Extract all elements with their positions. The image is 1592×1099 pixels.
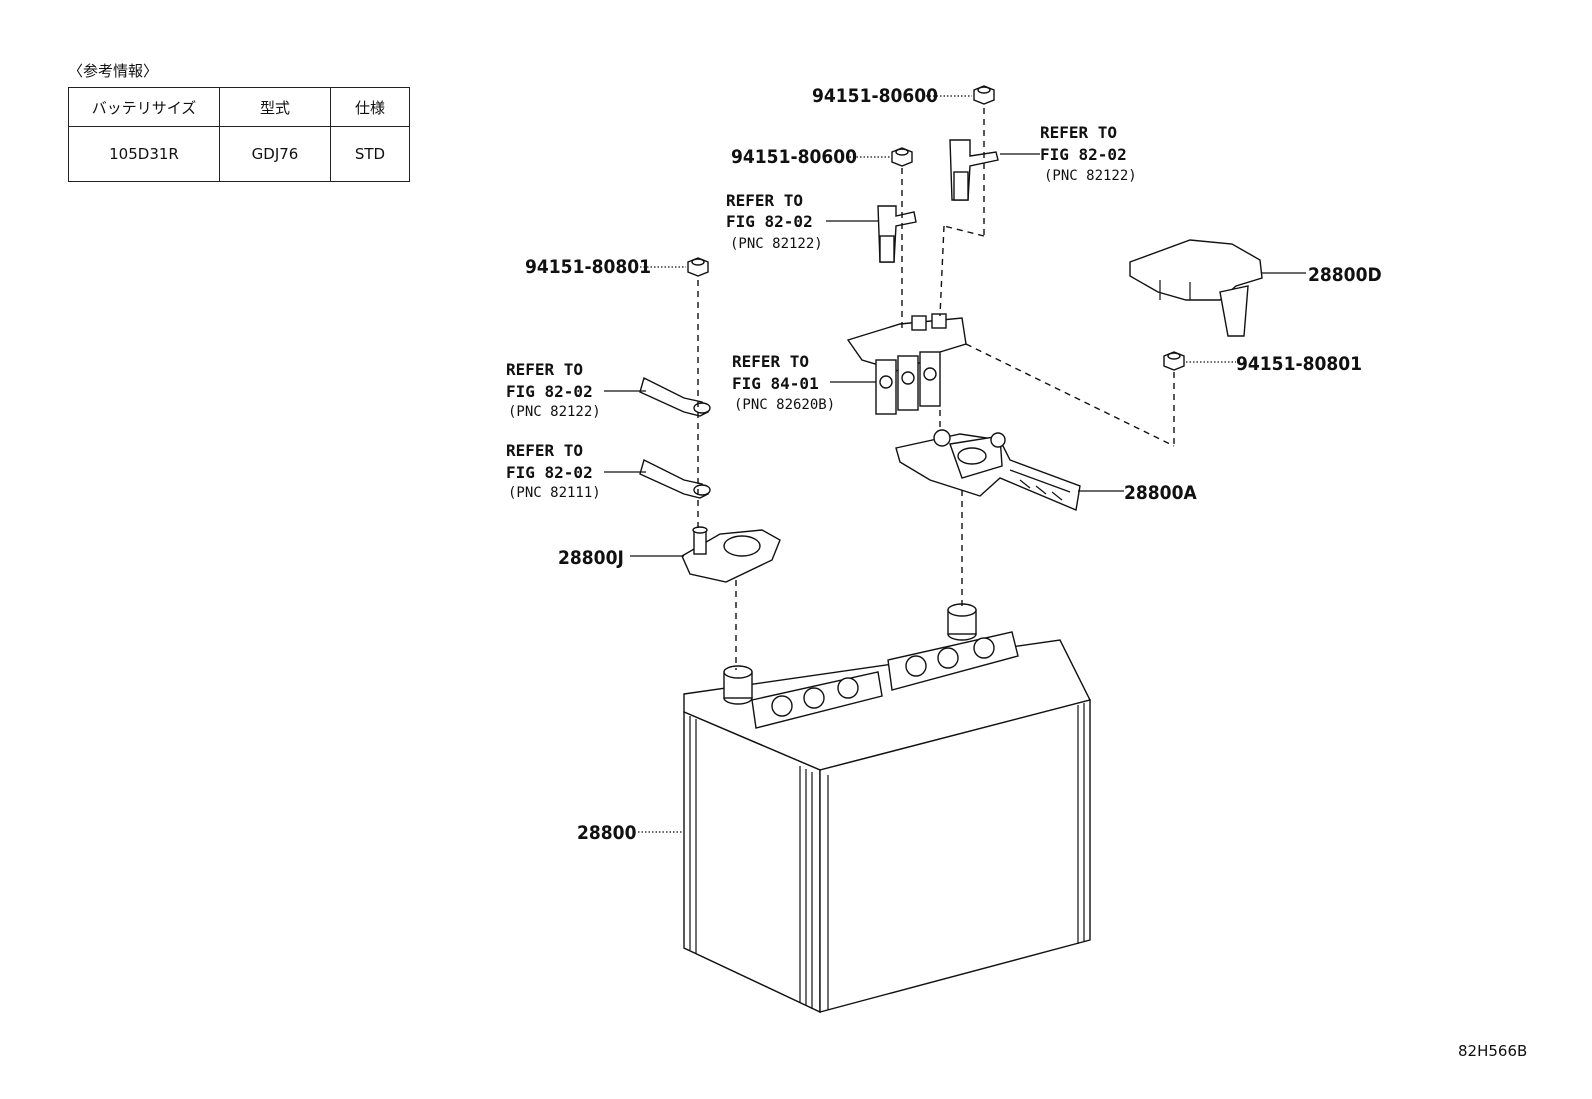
refer-b-line3: (PNC 82122) [730,236,823,252]
terminal-28800A[interactable] [895,429,1081,511]
battery-28800[interactable] [683,603,1092,1014]
header-battery-size: バッテリサイズ [68,87,220,127]
header-model: 型式 [219,87,331,127]
refer-d-line2: FIG 82-02 [506,463,593,482]
refer-a-line2: FIG 82-02 [1040,145,1127,164]
reference-table: バッテリサイズ 型式 仕様 105D31R GDJ76 STD [68,87,410,182]
drawing-code: 82H566B [1458,1042,1527,1060]
label-94151-80600-mid: 94151-80600 [731,146,857,168]
cable-end-left-upper[interactable] [639,376,711,417]
cover-28800D[interactable] [1129,239,1263,337]
nut-94151-80600-mid[interactable] [891,147,913,167]
label-94151-80600-top: 94151-80600 [812,85,938,107]
refer-a-line3: (PNC 82122) [1044,168,1137,184]
terminal-28800J[interactable] [681,526,781,583]
refer-d-line1: REFER TO [506,441,583,460]
label-94151-80801-right: 94151-80801 [1236,353,1362,375]
refer-c-line3: (PNC 82122) [508,404,601,420]
label-28800J: 28800J [558,547,624,569]
label-28800: 28800 [577,822,637,844]
cable-end-upper-right[interactable] [949,139,999,201]
table-row: 105D31R GDJ76 STD [68,126,410,182]
refer-e-line1: REFER TO [732,352,809,371]
cell-model: GDJ76 [219,126,331,182]
refer-a-line1: REFER TO [1040,123,1117,142]
reference-caption: 〈参考情報〉 [68,62,159,80]
cell-spec: STD [330,126,410,182]
refer-b-line1: REFER TO [726,191,803,210]
refer-e-line2: FIG 84-01 [732,374,819,393]
refer-e-line3: (PNC 82620B) [734,397,835,413]
assembly-lines [697,108,1175,670]
nut-94151-80801-left[interactable] [687,257,709,277]
nut-94151-80600-top[interactable] [973,85,995,105]
label-28800A: 28800A [1124,482,1197,504]
table-header-row: バッテリサイズ 型式 仕様 [68,87,410,127]
fusible-link-block[interactable] [846,313,967,415]
refer-c-line2: FIG 82-02 [506,382,593,401]
header-spec: 仕様 [330,87,410,127]
nut-94151-80801-right[interactable] [1163,351,1185,371]
cell-battery-size: 105D31R [68,126,220,182]
cable-end-left-lower[interactable] [639,458,711,499]
refer-c-line1: REFER TO [506,360,583,379]
refer-d-line3: (PNC 82111) [508,485,601,501]
label-28800D: 28800D [1308,264,1382,286]
label-94151-80801-left: 94151-80801 [525,256,651,278]
refer-b-line2: FIG 82-02 [726,212,813,231]
cable-end-upper-mid[interactable] [877,205,917,263]
